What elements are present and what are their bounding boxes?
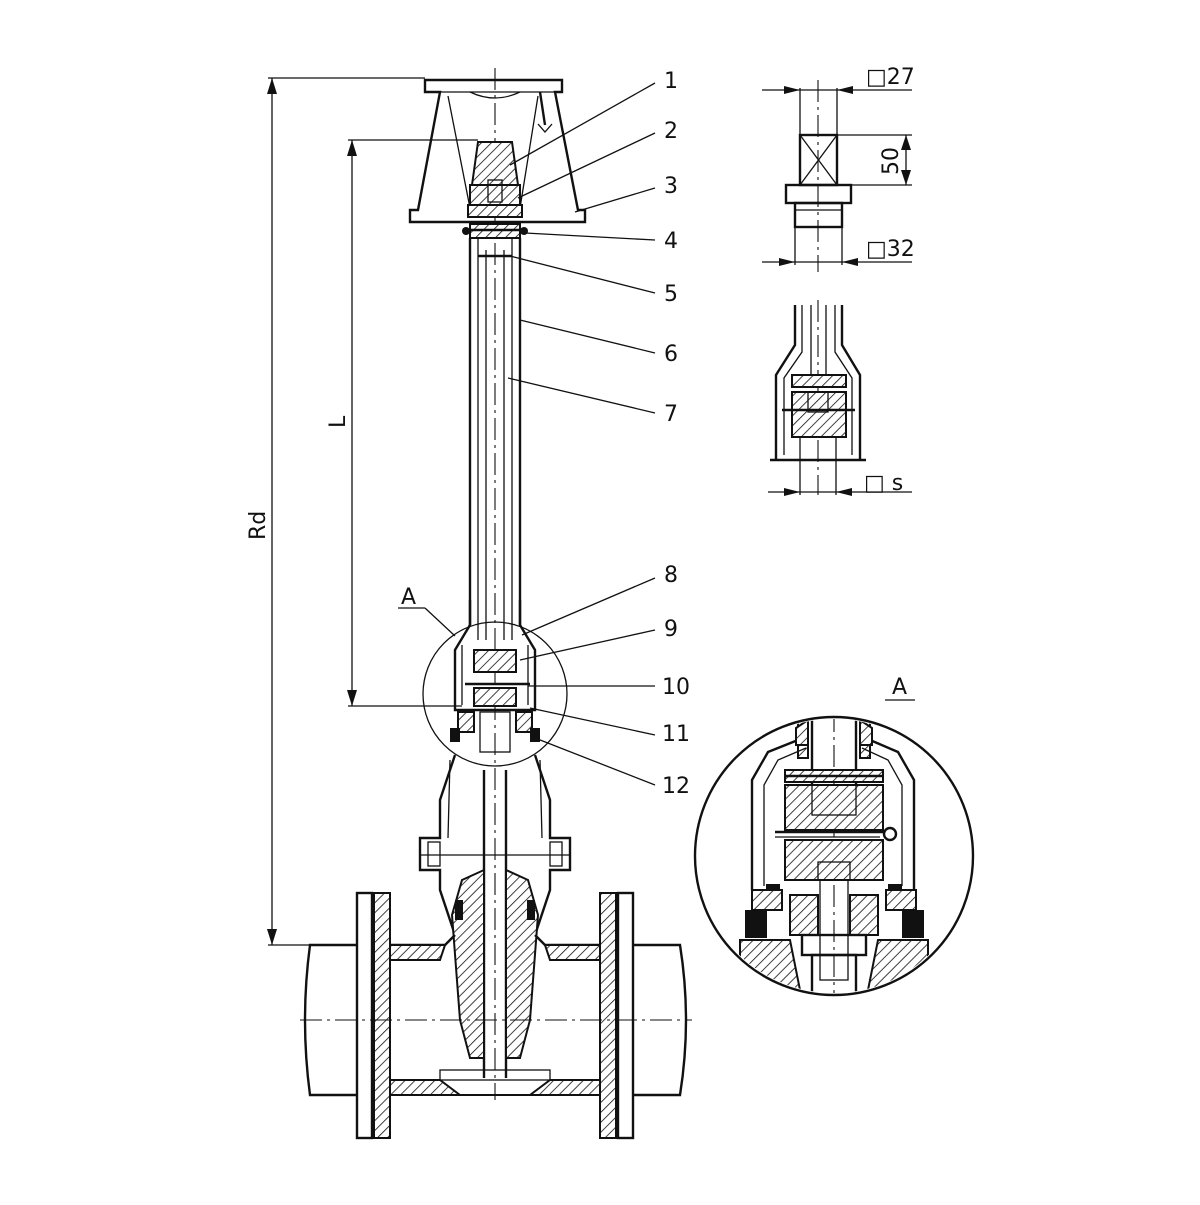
- part-number-12: 12: [662, 774, 690, 799]
- part-numbers: 1 2 3 4 5 6 7 8 9 10 11 12: [662, 69, 690, 799]
- lower-housing: [450, 600, 540, 753]
- part-number-6: 6: [664, 342, 678, 367]
- detail-a-callout: A: [398, 585, 456, 637]
- top-square-detail: □27 50 □32: [762, 65, 915, 272]
- part-number-7: 7: [664, 402, 678, 427]
- dim-l: L: [326, 139, 478, 707]
- main-assembly: Rd L A: [246, 68, 692, 1140]
- dim-top-square: □27: [866, 65, 915, 90]
- enlarged-circle: [693, 715, 975, 997]
- clamp-plate: [467, 204, 523, 218]
- stem-cap: [470, 141, 520, 186]
- detail-circle-a: [422, 621, 568, 767]
- part-leaders: [507, 82, 656, 786]
- dim-rd: Rd: [246, 77, 425, 946]
- valve-body: [300, 891, 692, 1140]
- dim-rd-label: Rd: [246, 511, 271, 540]
- extension-tube: [468, 238, 522, 640]
- enlarged-detail-a: A: [693, 675, 975, 997]
- dim-base-square: □32: [866, 237, 915, 262]
- part-number-2: 2: [664, 119, 678, 144]
- enlarged-detail-label: A: [892, 675, 907, 700]
- dim-top-height: 50: [879, 147, 904, 175]
- dim-l-label: L: [326, 415, 351, 428]
- surface-box: [408, 78, 587, 224]
- part-number-9: 9: [664, 617, 678, 642]
- part-number-1: 1: [664, 69, 678, 94]
- part-number-10: 10: [662, 675, 690, 700]
- wedge: [450, 868, 540, 1059]
- part-number-3: 3: [664, 174, 678, 199]
- detail-a-label: A: [401, 585, 416, 610]
- part-number-4: 4: [664, 229, 678, 254]
- part-number-8: 8: [664, 563, 678, 588]
- dim-socket-square: □ s: [864, 471, 903, 496]
- part-number-11: 11: [662, 722, 690, 747]
- socket-detail: □ s: [768, 300, 912, 496]
- part-number-5: 5: [664, 282, 678, 307]
